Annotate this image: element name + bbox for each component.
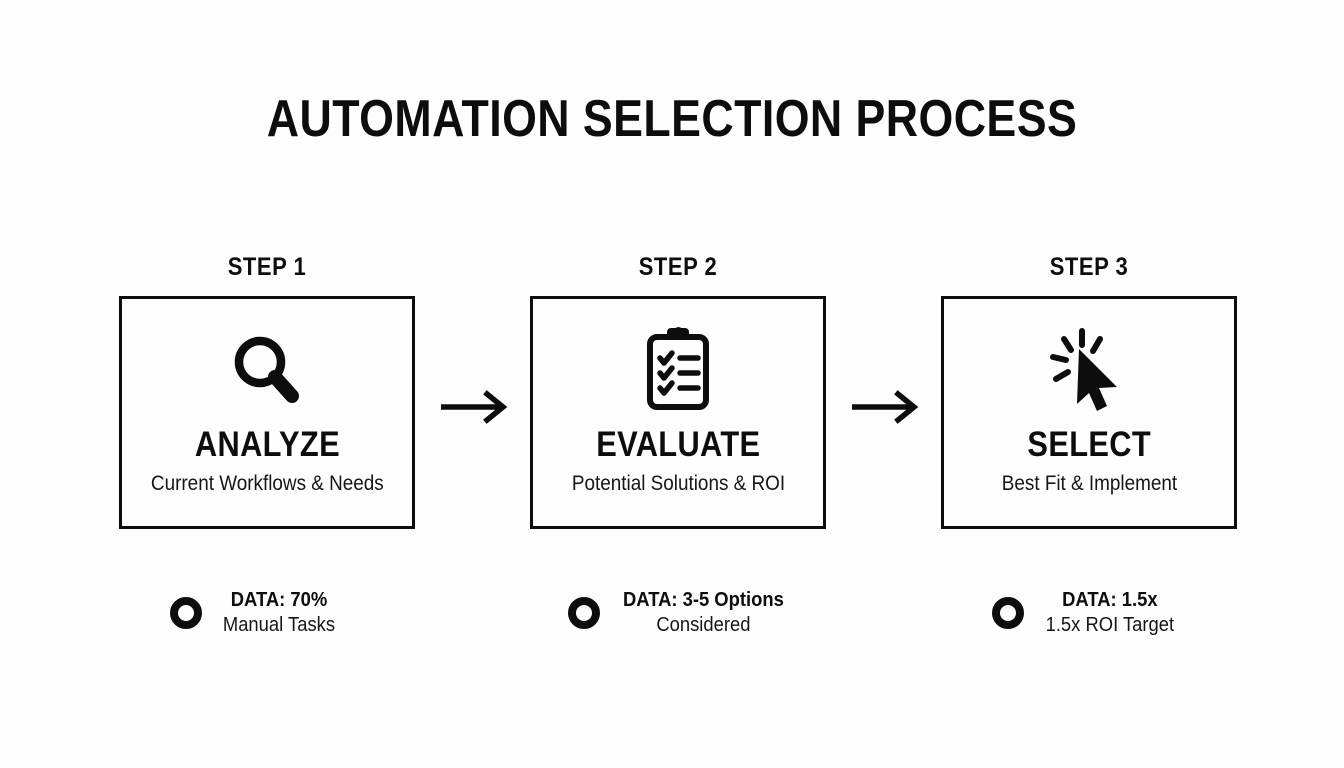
step-card-1[interactable]: STEP 1 ANALYZE Current Workflows & Needs [119,252,415,529]
magnifier-icon [226,323,308,419]
data-note-3: 1.5x ROI Target [1045,614,1175,636]
step-card-3[interactable]: STEP 3 SELECT Best Fit [941,252,1237,529]
data-callout-1: DATA: 70% Manual Tasks [170,588,340,638]
ring-bullet-icon [992,597,1024,629]
page-title: AUTOMATION SELECTION PROCESS [266,90,1078,148]
step-heading-1: ANALYZE [194,425,340,464]
data-main-2: DATA: 3-5 Options [622,589,784,611]
data-callout-3: DATA: 1.5x 1.5x ROI Target [992,588,1180,638]
step-subtitle-2: Potential Solutions & ROI [571,472,785,495]
data-callout-text-2: DATA: 3-5 Options Considered [623,588,784,638]
step-box-2[interactable]: EVALUATE Potential Solutions & ROI [530,296,826,529]
data-callout-text-3: DATA: 1.5x 1.5x ROI Target [1046,588,1175,638]
step-heading-3: SELECT [1027,425,1151,464]
data-callout-text-1: DATA: 70% Manual Tasks [223,588,335,638]
arrow-right-icon [439,390,515,424]
step-subtitle-3: Best Fit & Implement [1001,472,1177,495]
data-main-1: DATA: 70% [230,589,328,611]
step-label-1: STEP 1 [227,253,307,281]
step-heading-2: EVALUATE [595,425,761,464]
steps-row: STEP 1 ANALYZE Current Workflows & Needs… [0,252,1344,542]
ring-bullet-icon [568,597,600,629]
step-label-2: STEP 2 [638,253,718,281]
data-note-2: Considered [656,614,751,636]
ring-bullet-icon [170,597,202,629]
data-main-3: DATA: 1.5x [1062,589,1158,611]
click-cursor-icon [1044,323,1134,419]
step-label-3: STEP 3 [1049,253,1129,281]
data-callout-2: DATA: 3-5 Options Considered [568,588,791,638]
arrow-right-icon [850,390,926,424]
data-note-1: Manual Tasks [222,614,336,636]
step-subtitle-1: Current Workflows & Needs [150,472,384,495]
step-box-3[interactable]: SELECT Best Fit & Implement [941,296,1237,529]
clipboard-checklist-icon [640,323,716,419]
step-box-1[interactable]: ANALYZE Current Workflows & Needs [119,296,415,529]
step-card-2[interactable]: STEP 2 [530,252,826,529]
